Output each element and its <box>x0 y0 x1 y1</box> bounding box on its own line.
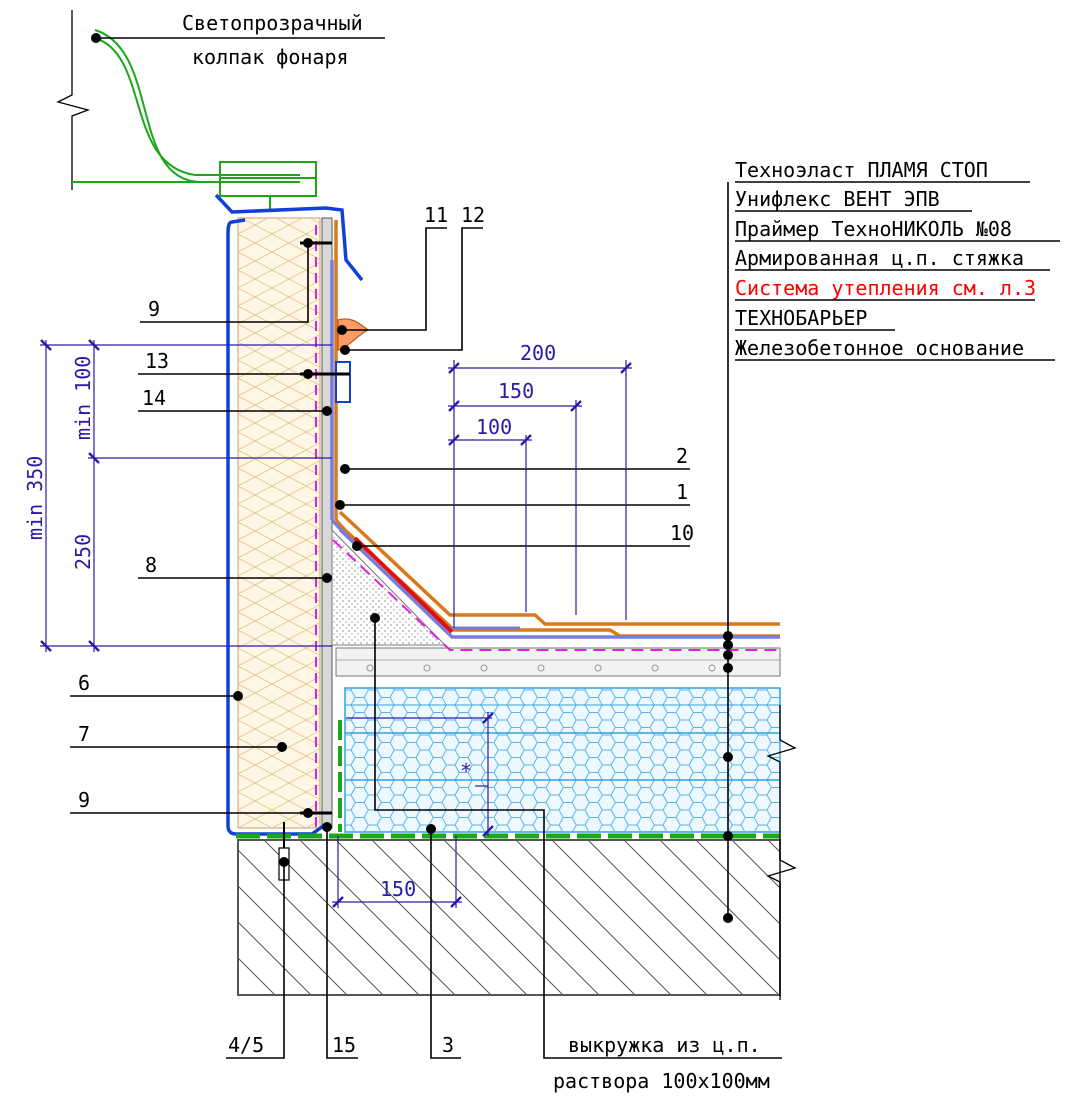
callout-3: 3 <box>442 1033 454 1057</box>
skylight-glazing <box>56 10 317 212</box>
layer-4: Армированная ц.п. стяжка <box>735 246 1024 270</box>
callout-15: 15 <box>332 1033 356 1057</box>
layer-stack-legend: Техноэласт ПЛАМЯ СТОП Унифлекс ВЕНТ ЭПВ … <box>723 158 1060 923</box>
fillet-note-line-1: выкружка из ц.п. <box>568 1033 761 1057</box>
dim-200: 200 <box>520 341 556 365</box>
callout-10: 10 <box>670 521 694 545</box>
layer-3: Праймер ТехноНИКОЛЬ №08 <box>735 217 1012 241</box>
dim-150-bottom: 150 <box>380 877 416 901</box>
callout-14: 14 <box>142 386 166 410</box>
fillet-and-screed <box>331 528 781 677</box>
dim-150: 150 <box>498 379 534 403</box>
header-line-2: колпак фонаря <box>192 45 349 69</box>
dim-min350: min 350 <box>23 456 47 540</box>
callout-9-top: 9 <box>148 297 160 321</box>
layer-2: Унифлекс ВЕНТ ЭПВ <box>735 187 940 211</box>
callouts-left: 9 13 14 8 6 7 9 <box>70 238 350 818</box>
callout-8: 8 <box>145 553 157 577</box>
callout-11: 11 <box>424 203 448 227</box>
dimensions: 200 150 100 min 350 min 100 250 150 <box>23 339 632 908</box>
layer-1: Техноэласт ПЛАМЯ СТОП <box>735 158 988 182</box>
callouts-upper: 11 12 2 1 10 <box>335 203 694 551</box>
callout-6: 6 <box>78 671 90 695</box>
dim-min100: min 100 <box>71 356 95 440</box>
roof-membranes <box>330 510 780 651</box>
skylight-cap-label: Светопрозрачный колпак фонаря <box>91 11 385 69</box>
upstand-wall <box>214 193 364 836</box>
dim-250: 250 <box>71 534 95 570</box>
layer-7: Железобетонное основание <box>735 336 1024 360</box>
header-line-1: Светопрозрачный <box>182 11 363 35</box>
callout-1: 1 <box>676 480 688 504</box>
callout-2: 2 <box>676 444 688 468</box>
callout-4-5: 4/5 <box>228 1033 264 1057</box>
layer-5: Система утепления см. л.3 <box>735 276 1036 300</box>
callout-7: 7 <box>78 722 90 746</box>
concrete-slab <box>236 705 797 1000</box>
callout-9-bottom: 9 <box>78 788 90 812</box>
callout-13: 13 <box>145 349 169 373</box>
dim-100: 100 <box>476 415 512 439</box>
callout-12: 12 <box>461 203 485 227</box>
fillet-note-line-2: раствора 100х100мм <box>553 1069 770 1093</box>
dim-star: * <box>460 759 472 783</box>
layer-6: ТЕХНОБАРЬЕР <box>735 306 867 330</box>
roof-insulation <box>338 687 781 833</box>
callouts-bottom: 4/5 15 3 выкружка из ц.п. раствора 100х1… <box>226 613 782 1093</box>
